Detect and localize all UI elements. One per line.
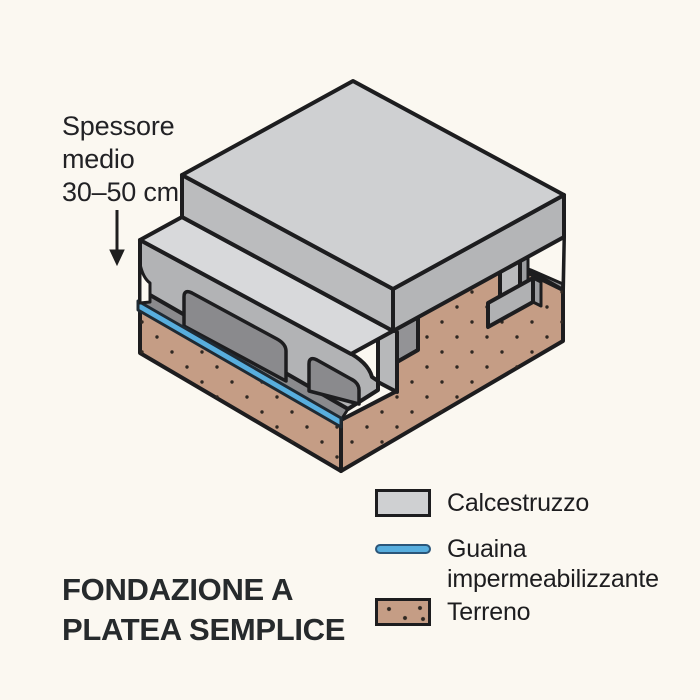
title-line: FONDAZIONE A — [62, 572, 294, 607]
rib-opening — [307, 356, 361, 406]
rib-opening — [182, 289, 288, 383]
title-line: PLATEA SEMPLICE — [62, 612, 346, 647]
ledge-end-notch — [138, 262, 152, 305]
thickness-annotation: Spessore medio 30–50 cm — [62, 110, 179, 209]
concrete-slab-plate — [180, 79, 566, 333]
annotation-line: 30–50 cm — [62, 177, 179, 207]
diagram-title: FONDAZIONE A PLATEA SEMPLICE — [62, 570, 345, 650]
annotation-line: Spessore — [62, 111, 175, 141]
waterproof-membrane — [136, 299, 343, 429]
annotation-line: medio — [62, 144, 135, 174]
dimension-arrow — [109, 210, 125, 267]
